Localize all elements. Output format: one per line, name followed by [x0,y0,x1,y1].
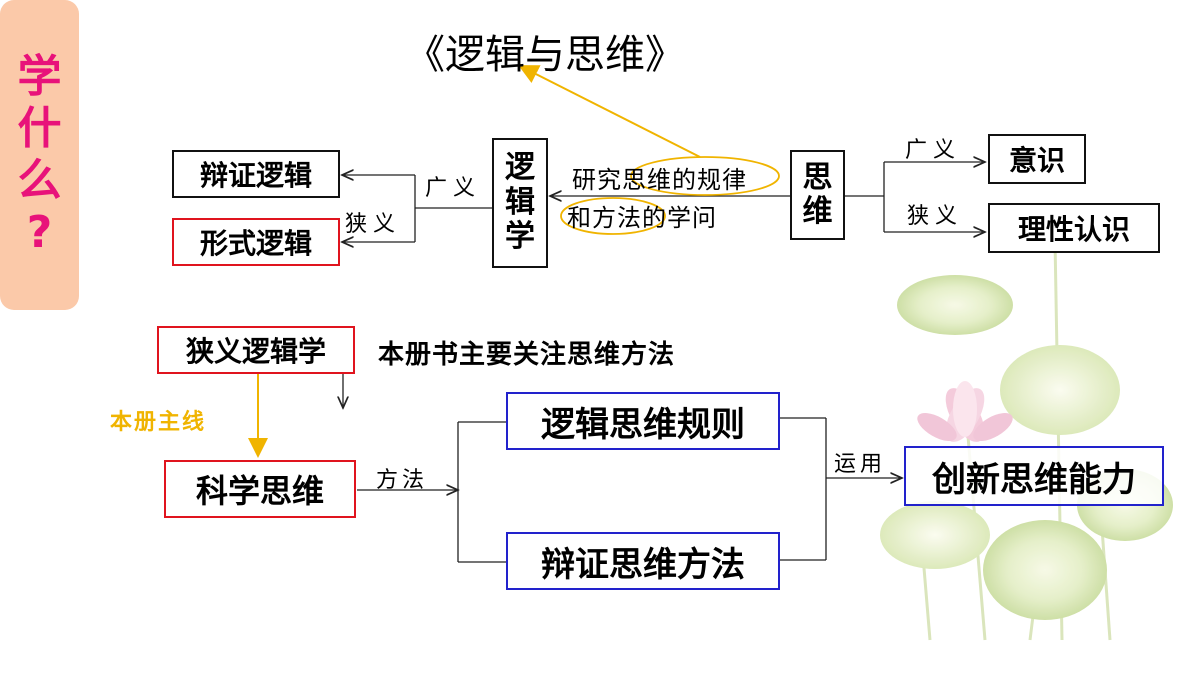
dialectical-logic-label: 辩证逻辑 [199,159,312,192]
side-char: 学 [17,51,62,102]
side-char: ? [26,207,53,258]
formal-logic-box: 形式逻辑 [172,218,340,266]
main-line-label: 本册主线 [110,409,207,435]
thinking-box: 思 维 [790,150,845,240]
method-label: 方法 [376,468,429,493]
focus-note: 本册书主要关注思维方法 [378,340,676,370]
consciousness-label: 意识 [1008,144,1065,177]
narrow-logic-box: 狭义逻辑学 [157,326,355,374]
dialectical-methods-label: 辩证思维方法 [541,544,745,585]
logic-char: 逻 [505,150,535,186]
highlight-ellipse-rule [630,156,780,196]
broad-label-right: 广义 [905,138,962,163]
rational-cognition-box: 理性认识 [988,203,1160,253]
innovative-ability-box: 创新思维能力 [904,446,1164,506]
broad-label-left: 广义 [425,176,482,201]
page-title: 《逻辑与思维》 [405,32,685,78]
side-char: 么 [17,155,62,206]
dialectical-logic-box: 辩证逻辑 [172,150,340,198]
scientific-thinking-box: 科学思维 [164,460,356,518]
apply-label: 运用 [834,452,887,477]
consciousness-box: 意识 [988,134,1086,184]
thinking-char: 思 [802,159,833,195]
highlight-ellipse-method [560,197,666,235]
scientific-thinking-label: 科学思维 [195,472,324,510]
narrow-label-left: 狭义 [345,212,402,237]
narrow-label-right: 狭义 [907,204,964,229]
definition-line-2: 和方法的学问 [567,204,717,232]
definition-line-1: 研究思维的规律 [572,166,747,194]
logic-rules-label: 逻辑思维规则 [541,404,745,445]
side-label-what-to-learn: 学 什 么 ? [0,0,79,310]
formal-logic-label: 形式逻辑 [199,227,312,260]
rational-cognition-label: 理性认识 [1017,213,1130,246]
dialectical-methods-box: 辩证思维方法 [506,532,780,590]
thinking-char: 维 [802,194,833,229]
innovative-ability-label: 创新思维能力 [932,459,1136,500]
narrow-logic-label: 狭义逻辑学 [185,335,326,368]
side-char: 什 [17,103,62,154]
logic-box: 逻 辑 学 [492,138,548,268]
logic-rules-box: 逻辑思维规则 [506,392,780,450]
logic-char: 学 [505,219,535,255]
logic-char: 辑 [505,184,535,220]
